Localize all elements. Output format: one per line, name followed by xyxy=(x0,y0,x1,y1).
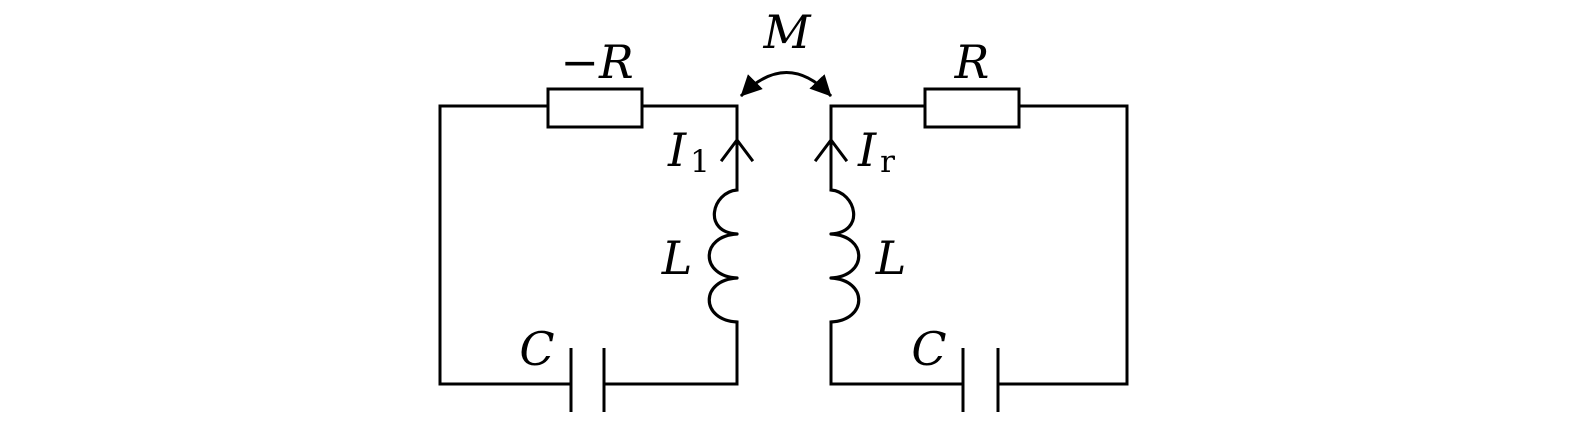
right-wire-inner xyxy=(829,320,965,386)
right-circuit xyxy=(813,87,1129,412)
left-circuit xyxy=(438,87,755,412)
right-wire-outer xyxy=(996,104,1129,386)
right-inductor-label: L xyxy=(875,231,907,285)
left-capacitor-label: C xyxy=(519,322,554,376)
positive-resistor xyxy=(923,87,1021,129)
right-capacitor-label: C xyxy=(911,322,946,376)
positive-resistor-label: R xyxy=(954,35,990,89)
left-current-main: I xyxy=(667,123,687,177)
negative-resistor-label: −R xyxy=(560,35,633,89)
left-inductor-coil xyxy=(707,188,739,324)
left-current-arrow xyxy=(719,137,755,163)
mutual-inductance-arrow xyxy=(739,71,833,98)
left-current-subscript: 1 xyxy=(690,144,710,180)
left-inductor-label: L xyxy=(661,231,693,285)
right-current-subscript: r xyxy=(880,144,895,180)
mutual-inductance-label: M xyxy=(762,5,812,59)
left-wire-inner xyxy=(602,320,739,386)
left-wire-outer xyxy=(438,104,573,386)
right-inductor-coil xyxy=(829,188,861,324)
right-current-main: I xyxy=(857,123,877,177)
right-current-arrow xyxy=(813,137,849,163)
negative-resistor xyxy=(546,87,644,129)
